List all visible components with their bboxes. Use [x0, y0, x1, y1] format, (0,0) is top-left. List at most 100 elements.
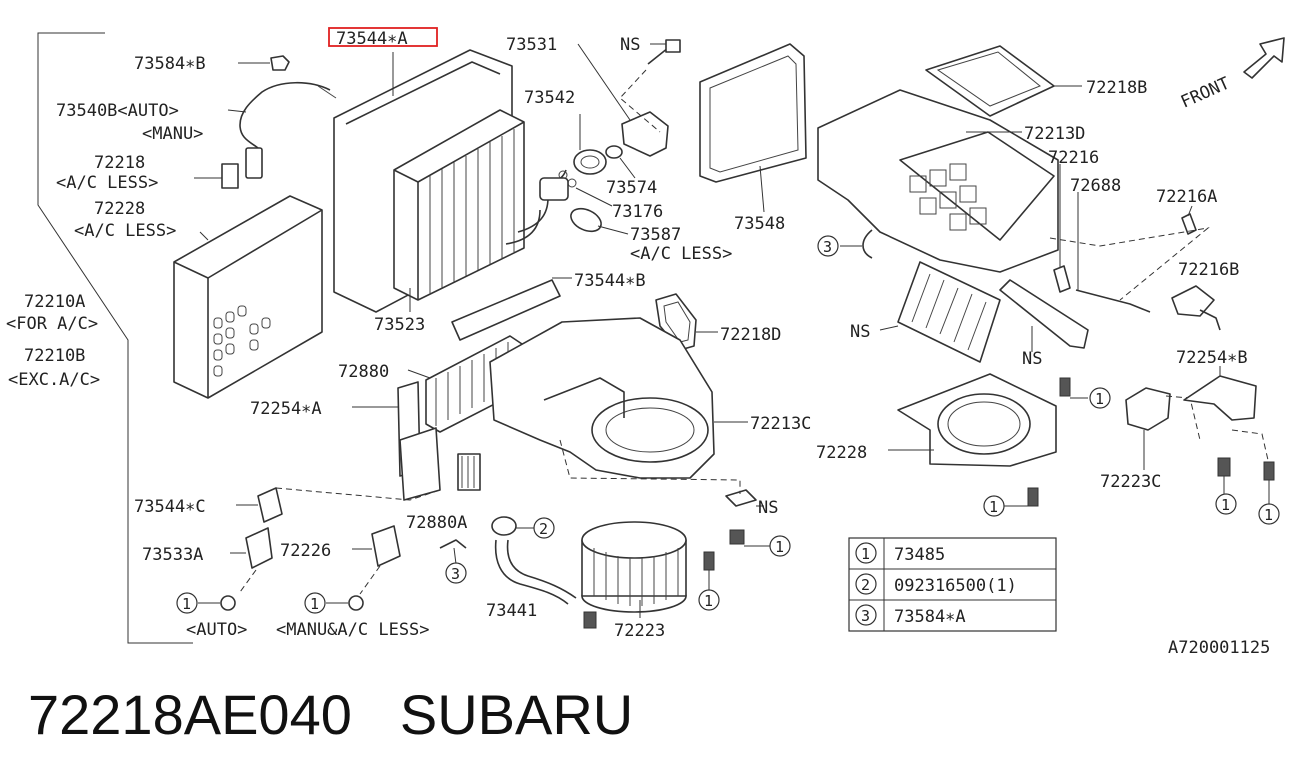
module-72226 [326, 525, 401, 611]
label-for-ac: <FOR A/C> [6, 314, 98, 334]
front-arrow [1243, 37, 1285, 79]
parts-diagram: 73544∗A 73584∗B 73540B<AUTO> <MANU> 7221… [6, 27, 1285, 658]
plate-72228 [888, 373, 1057, 467]
callout-3-clamp: 3 [445, 562, 467, 584]
callout-1-d-text: 1 [775, 538, 784, 556]
callout-1-c-text: 1 [704, 592, 713, 610]
label-72226: 72226 [280, 541, 331, 561]
callout-1-a-text: 1 [182, 595, 191, 613]
callout-1-g-text: 1 [1221, 496, 1230, 514]
label-exc-ac: <EXC.A/C> [8, 370, 100, 390]
seal-72218b [925, 45, 1082, 117]
label-72210b: 72210B [24, 346, 85, 366]
resistor-73544c [236, 487, 441, 523]
clamp-3-left [439, 539, 467, 565]
brand-name: SUBARU [399, 683, 634, 746]
legend-part-3: 73584∗A [894, 607, 966, 627]
clamp-3-right [840, 229, 873, 259]
label-72228-top: 72228 [94, 199, 145, 219]
label-72213d: 72213D [1024, 124, 1085, 144]
screw-cluster-mid [559, 439, 770, 590]
cover-73548 [699, 43, 807, 213]
intake-unit-72213d [817, 89, 1059, 273]
cabin-filter-ns [879, 261, 1001, 363]
callout-1-e: 1 [1089, 387, 1111, 409]
callout-1-d: 1 [769, 535, 791, 557]
label-72254b: 72254∗B [1176, 348, 1248, 368]
label-73542: 73542 [524, 88, 575, 108]
heater-unit-72213c [489, 317, 748, 479]
label-73540b: 73540B<AUTO> [56, 101, 179, 121]
label-72228-bottom: 72228 [816, 443, 867, 463]
callout-3-text: 3 [823, 238, 832, 256]
label-ac-less-3: <A/C LESS> [630, 244, 732, 264]
callout-2-text: 2 [539, 520, 548, 538]
actuator-72254a [352, 381, 441, 501]
harness-73540b [227, 81, 337, 179]
blower-fan-72223 [581, 521, 687, 629]
label-ac-less-1: <A/C LESS> [56, 173, 158, 193]
label-73584b: 73584∗B [134, 54, 206, 74]
callout-2-hose: 2 [533, 517, 555, 539]
callout-1-h-text: 1 [1264, 506, 1273, 524]
label-front: FRONT [1178, 73, 1233, 112]
label-72218: 72218 [94, 153, 145, 173]
expansion-valve-parts [539, 114, 636, 235]
legend-num-1: 1 [861, 545, 870, 563]
label-72216b: 72216B [1178, 260, 1239, 280]
label-72880a: 72880A [406, 513, 467, 533]
filter-box-72210 [173, 195, 323, 399]
label-73574: 73574 [606, 178, 657, 198]
small-clip-73584b [238, 55, 290, 71]
bracket-72254b [1183, 366, 1257, 421]
left-bracket [37, 32, 193, 644]
legend-part-1: 73485 [894, 545, 945, 565]
label-ref-id: A720001125 [1168, 638, 1270, 658]
label-72216: 72216 [1048, 148, 1099, 168]
label-72254a: 72254∗A [250, 399, 322, 419]
callout-1-a: 1 [176, 592, 198, 614]
label-manu-ac-less: <MANU&A/C LESS> [276, 620, 430, 640]
label-auto-bottom: <AUTO> [186, 620, 247, 640]
label-ns-filter: NS [850, 322, 870, 342]
label-ns-top: NS [620, 35, 640, 55]
callout-1-b-text: 1 [310, 595, 319, 613]
callout-1-f-text: 1 [989, 498, 998, 516]
label-73544c: 73544∗C [134, 497, 206, 517]
label-72213c: 72213C [750, 414, 811, 434]
connector-72218 [194, 163, 239, 189]
resistor-73533a [198, 527, 273, 611]
label-73531: 73531 [506, 35, 557, 55]
label-72223c: 72223C [1100, 472, 1161, 492]
callout-3-left-top: 3 [817, 235, 839, 257]
callout-1-h: 1 [1258, 503, 1280, 525]
label-72218d: 72218D [720, 325, 781, 345]
legend-table: 1 2 3 73485 092316500(1) 73584∗A [848, 537, 1057, 632]
label-ns-cover: NS [1022, 349, 1042, 369]
callout-1-c: 1 [698, 589, 720, 611]
label-73523: 73523 [374, 315, 425, 335]
highlight-box [328, 27, 438, 47]
bracket-73531 [577, 39, 681, 157]
evaporator-core [393, 109, 567, 312]
seal-72218d [655, 293, 718, 351]
grommet-2 [491, 516, 534, 536]
label-73176: 73176 [612, 202, 663, 222]
callout-3-clamp-text: 3 [451, 565, 460, 583]
duct-73544b [451, 277, 572, 341]
legend-part-2: 092316500(1) [894, 576, 1017, 596]
label-72688: 72688 [1070, 176, 1121, 196]
label-72210a: 72210A [24, 292, 85, 312]
filter-72880a [457, 453, 481, 491]
label-73544b: 73544∗B [574, 271, 646, 291]
label-72218b: 72218B [1086, 78, 1147, 98]
label-73548: 73548 [734, 214, 785, 234]
screw-cluster-right [1004, 377, 1275, 507]
linkage-parts [1049, 164, 1221, 331]
hose-73441 [494, 539, 577, 605]
callout-1-b: 1 [304, 592, 326, 614]
legend-num-3: 3 [861, 607, 870, 625]
label-ac-less-2: <A/C LESS> [74, 221, 176, 241]
label-ns-mid: NS [758, 498, 778, 518]
